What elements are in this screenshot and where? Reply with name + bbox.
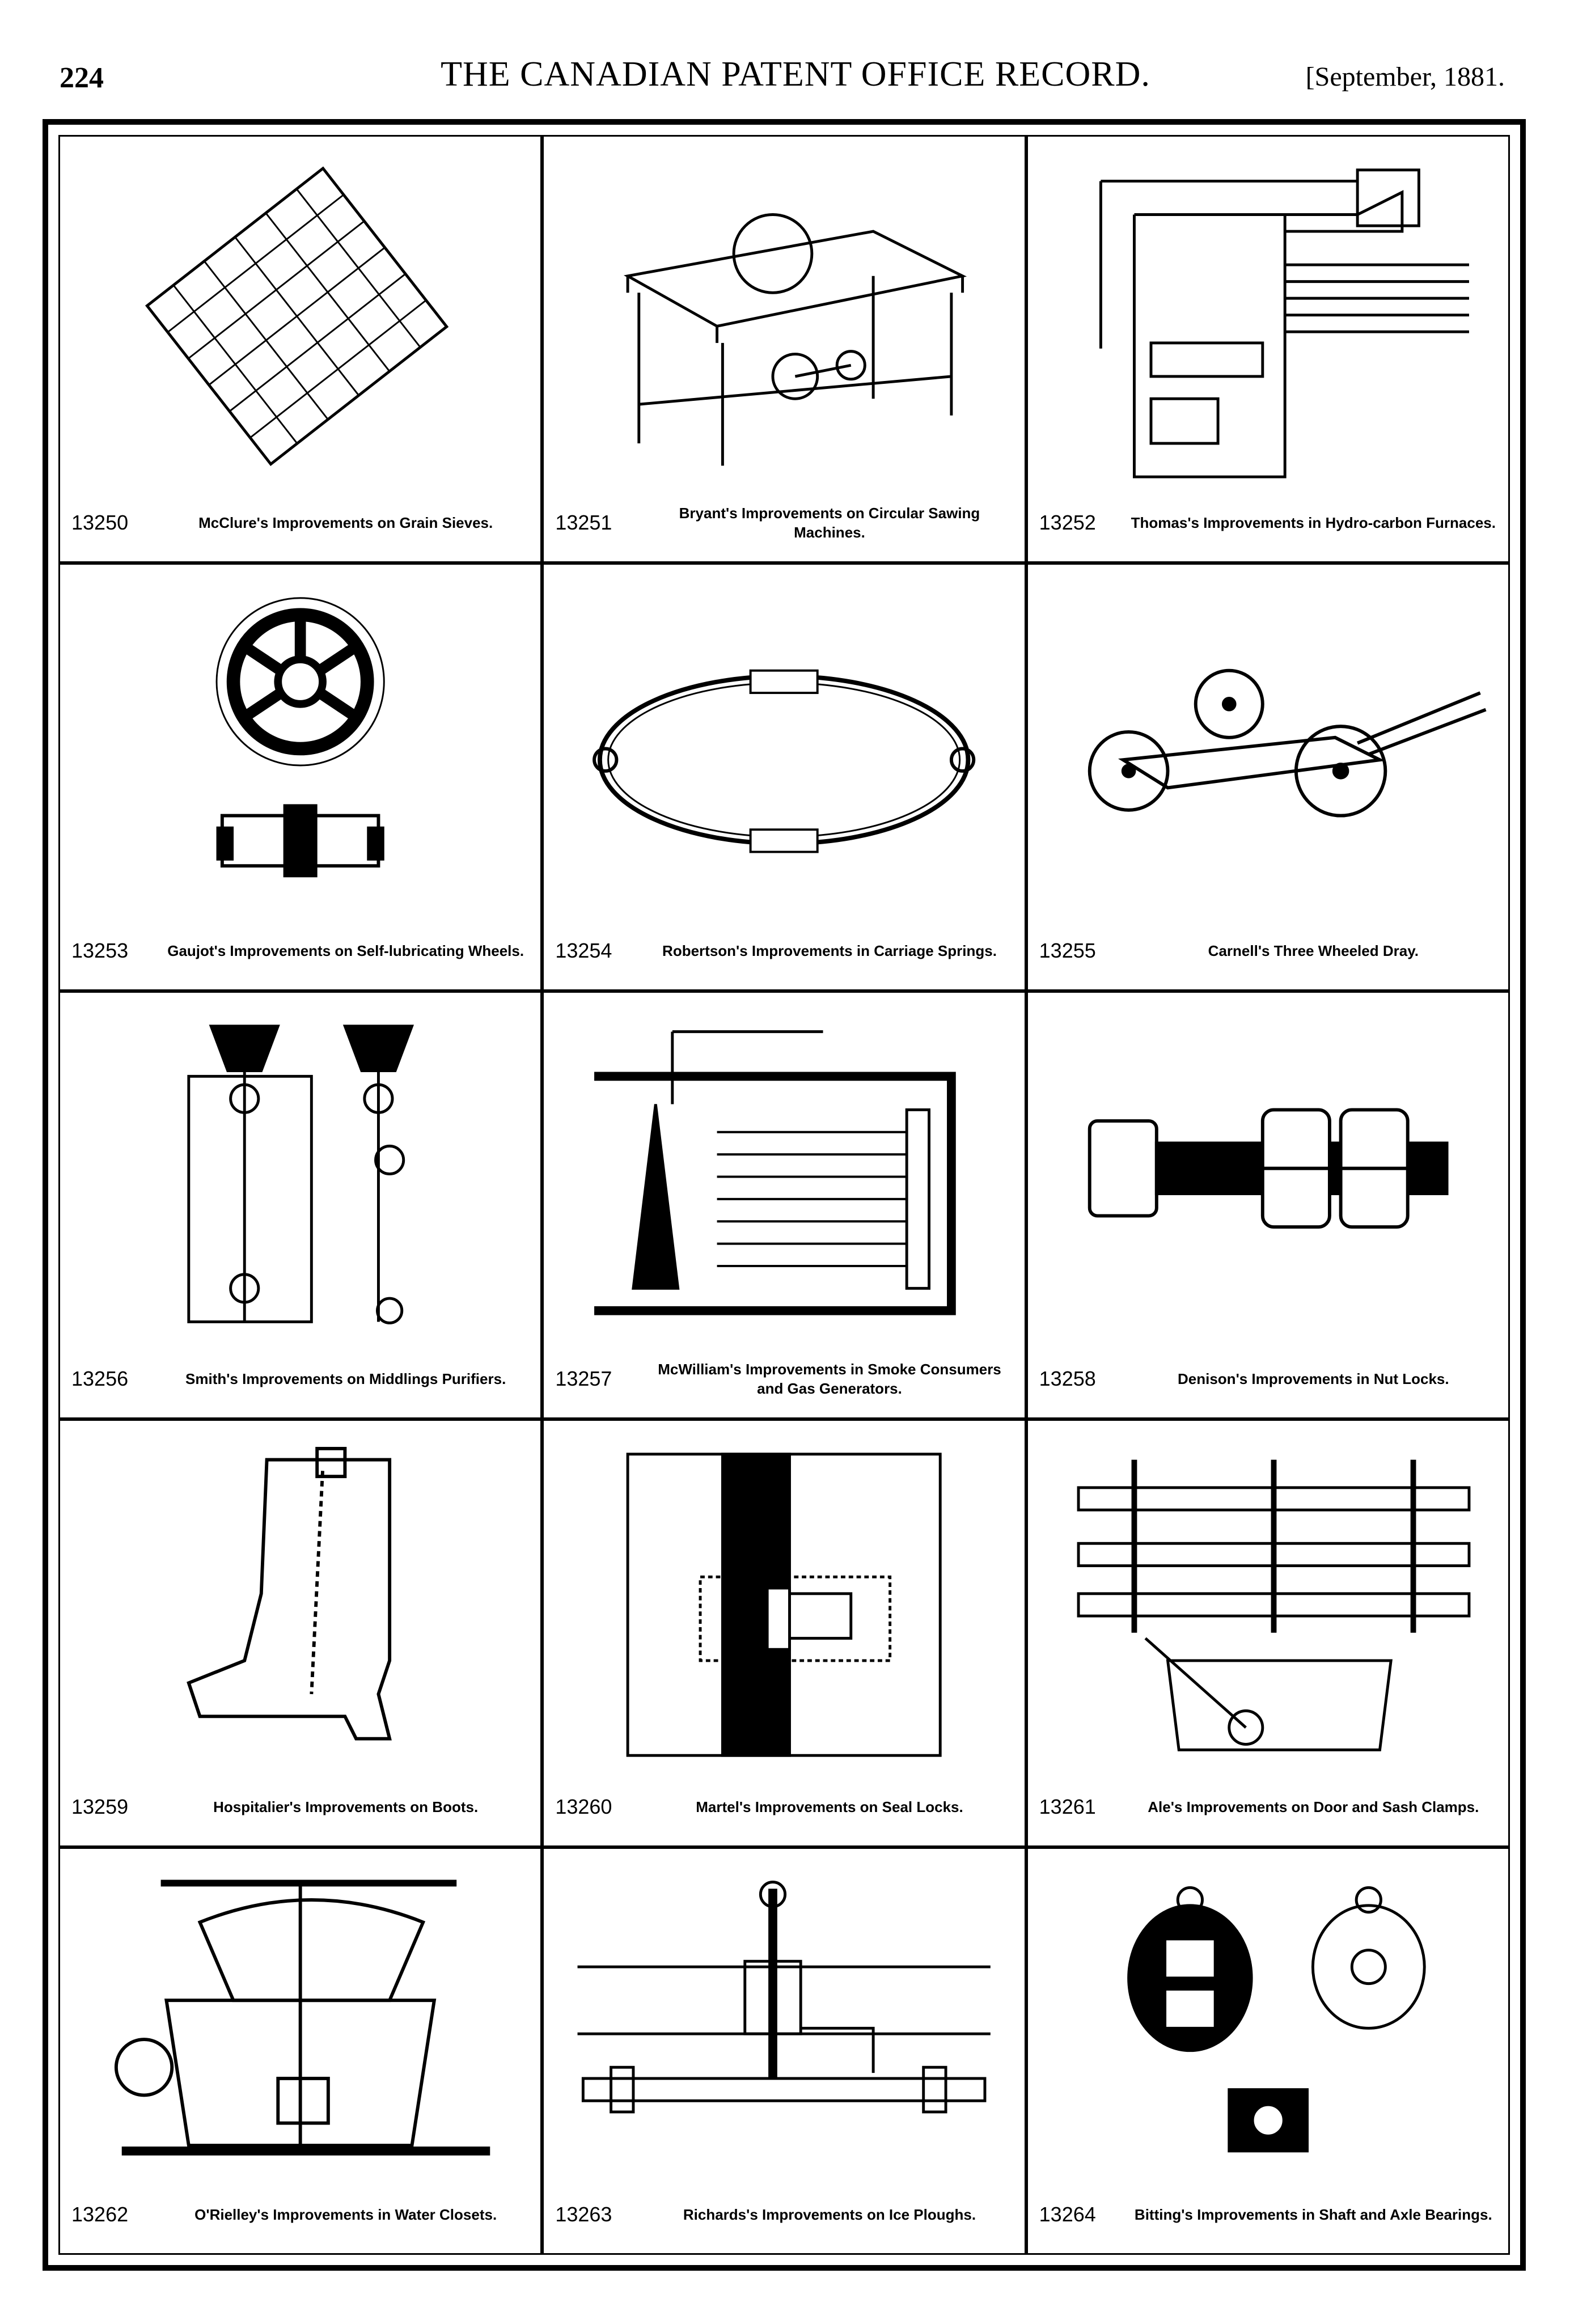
boot-icon xyxy=(77,1438,523,1772)
patent-cell: 13253 Gaujot's Improvements on Self-lubr… xyxy=(58,563,543,991)
patent-cell: 13262 O'Rielley's Improvements in Water … xyxy=(58,1847,543,2255)
page-header: 224 THE CANADIAN PATENT OFFICE RECORD. [… xyxy=(0,0,1591,119)
furnace-icon xyxy=(1045,154,1491,488)
patent-caption: 13254 Robertson's Improvements in Carria… xyxy=(555,922,1013,979)
patent-number: 13255 xyxy=(1039,939,1096,962)
patent-cell: 13259 Hospitalier's Improvements on Boot… xyxy=(58,1419,543,1847)
patent-caption: 13261 Ale's Improvements on Door and Sas… xyxy=(1039,1779,1497,1835)
patent-cell: 13257 McWilliam's Improvements in Smoke … xyxy=(542,991,1026,1419)
patent-title: Thomas's Improvements in Hydro-carbon Fu… xyxy=(1131,514,1496,531)
clamp-icon xyxy=(1045,1438,1491,1772)
patent-caption: 13250 McClure's Improvements on Grain Si… xyxy=(71,494,529,551)
patent-number: 13261 xyxy=(1039,1795,1096,1818)
patent-title: Carnell's Three Wheeled Dray. xyxy=(1208,942,1419,959)
patent-cell: 13258 Denison's Improvements in Nut Lock… xyxy=(1026,991,1510,1419)
ice-plough-icon xyxy=(561,1866,1007,2179)
patent-caption: 13255 Carnell's Three Wheeled Dray. xyxy=(1039,922,1497,979)
patent-cell: 13255 Carnell's Three Wheeled Dray. xyxy=(1026,563,1510,991)
patent-cell: 13252 Thomas's Improvements in Hydro-car… xyxy=(1026,135,1510,563)
patent-cell: 13250 McClure's Improvements on Grain Si… xyxy=(58,135,543,563)
patent-title: Martel's Improvements on Seal Locks. xyxy=(696,1798,963,1815)
grain-sieve-icon xyxy=(77,154,523,488)
patent-number: 13260 xyxy=(555,1795,612,1818)
patent-title: Bryant's Improvements on Circular Sawing… xyxy=(679,505,980,541)
saw-table-icon xyxy=(561,154,1007,488)
patent-figure-frame: 13250 McClure's Improvements on Grain Si… xyxy=(43,119,1526,2271)
wheel-icon xyxy=(77,582,523,916)
patent-cell: 13256 Smith's Improvements on Middlings … xyxy=(58,991,543,1419)
patent-cell: 13260 Martel's Improvements on Seal Lock… xyxy=(542,1419,1026,1847)
journal-title: THE CANADIAN PATENT OFFICE RECORD. xyxy=(441,55,1150,94)
patent-caption: 13258 Denison's Improvements in Nut Lock… xyxy=(1039,1351,1497,1407)
patent-number: 13256 xyxy=(71,1367,129,1390)
patent-title: McClure's Improvements on Grain Sieves. xyxy=(198,514,493,531)
bearing-icon xyxy=(1045,1866,1491,2179)
patent-number: 13263 xyxy=(555,2203,612,2226)
patent-caption: 13253 Gaujot's Improvements on Self-lubr… xyxy=(71,922,529,979)
water-closet-icon xyxy=(77,1866,523,2179)
patent-cell: 13254 Robertson's Improvements in Carria… xyxy=(542,563,1026,991)
patent-title: O'Rielley's Improvements in Water Closet… xyxy=(194,2206,497,2223)
patent-caption: 13257 McWilliam's Improvements in Smoke … xyxy=(555,1351,1013,1407)
page-number: 224 xyxy=(60,62,104,94)
patent-cell: 13263 Richards's Improvements on Ice Plo… xyxy=(542,1847,1026,2255)
patent-caption: 13252 Thomas's Improvements in Hydro-car… xyxy=(1039,494,1497,551)
patent-caption: 13263 Richards's Improvements on Ice Plo… xyxy=(555,2186,1013,2243)
patent-number: 13258 xyxy=(1039,1367,1096,1390)
patent-caption: 13260 Martel's Improvements on Seal Lock… xyxy=(555,1779,1013,1835)
nut-lock-icon xyxy=(1045,1010,1491,1344)
patent-title: Ale's Improvements on Door and Sash Clam… xyxy=(1148,1798,1479,1815)
patent-title: Bitting's Improvements in Shaft and Axle… xyxy=(1134,2206,1492,2223)
patent-title: Smith's Improvements on Middlings Purifi… xyxy=(185,1370,506,1387)
patent-number: 13259 xyxy=(71,1795,129,1818)
patent-number: 13254 xyxy=(555,939,612,962)
patent-title: Robertson's Improvements in Carriage Spr… xyxy=(662,942,997,959)
patent-caption: 13259 Hospitalier's Improvements on Boot… xyxy=(71,1779,529,1835)
patent-title: McWilliam's Improvements in Smoke Consum… xyxy=(658,1361,1001,1397)
patent-title: Denison's Improvements in Nut Locks. xyxy=(1178,1370,1449,1387)
elliptic-spring-icon xyxy=(561,582,1007,916)
smoke-consumer-icon xyxy=(561,1010,1007,1344)
patent-caption: 13251 Bryant's Improvements on Circular … xyxy=(555,494,1013,551)
patent-number: 13250 xyxy=(71,511,129,534)
patent-number: 13251 xyxy=(555,511,612,534)
patent-number: 13262 xyxy=(71,2203,129,2226)
patent-caption: 13264 Bitting's Improvements in Shaft an… xyxy=(1039,2186,1497,2243)
purifier-icon xyxy=(77,1010,523,1344)
patent-cell: 13261 Ale's Improvements on Door and Sas… xyxy=(1026,1419,1510,1847)
patent-cell: 13251 Bryant's Improvements on Circular … xyxy=(542,135,1026,563)
patent-caption: 13256 Smith's Improvements on Middlings … xyxy=(71,1351,529,1407)
patent-title: Gaujot's Improvements on Self-lubricatin… xyxy=(167,942,524,959)
patent-caption: 13262 O'Rielley's Improvements in Water … xyxy=(71,2186,529,2243)
patent-number: 13257 xyxy=(555,1367,612,1390)
patent-number: 13264 xyxy=(1039,2203,1096,2226)
seal-lock-icon xyxy=(561,1438,1007,1772)
patent-grid: 13250 McClure's Improvements on Grain Si… xyxy=(58,135,1510,2255)
patent-title: Hospitalier's Improvements on Boots. xyxy=(213,1798,479,1815)
dray-icon xyxy=(1045,582,1491,916)
patent-number: 13253 xyxy=(71,939,129,962)
patent-number: 13252 xyxy=(1039,511,1096,534)
patent-cell: 13264 Bitting's Improvements in Shaft an… xyxy=(1026,1847,1510,2255)
patent-title: Richards's Improvements on Ice Ploughs. xyxy=(683,2206,976,2223)
issue-date: [September, 1881. xyxy=(1305,62,1505,92)
